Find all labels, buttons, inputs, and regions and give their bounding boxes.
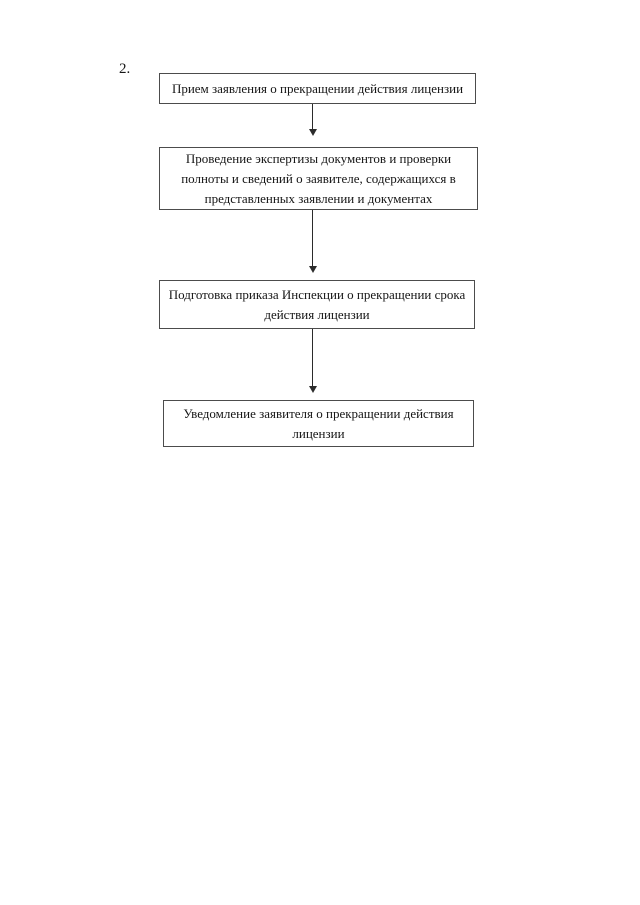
arrow-head-icon	[308, 129, 317, 136]
arrow-line	[312, 329, 313, 386]
flow-step-document-expertise: Проведение экспертизы документов и прове…	[159, 147, 478, 210]
arrow-head-icon	[308, 386, 317, 393]
flow-step-prepare-order: Подготовка приказа Инспекции о прекращен…	[159, 280, 475, 329]
flow-step-text: Проведение экспертизы документов и прове…	[181, 150, 456, 206]
flow-step-text: Уведомление заявителя о прекращении дейс…	[183, 405, 454, 441]
arrow-head-icon	[308, 266, 317, 273]
arrow-line	[312, 104, 313, 129]
flow-step-text: Подготовка приказа Инспекции о прекращен…	[168, 286, 466, 322]
flow-step-notify-applicant: Уведомление заявителя о прекращении дейс…	[163, 400, 474, 447]
arrow-line	[312, 210, 313, 266]
down-arrow-connector-1	[308, 104, 317, 136]
flow-step-text: Прием заявления о прекращении действия л…	[171, 80, 464, 96]
section-number: 2.	[119, 61, 131, 77]
flow-step-receive-application: Прием заявления о прекращении действия л…	[159, 73, 476, 104]
down-arrow-connector-3	[308, 329, 317, 393]
down-arrow-connector-2	[308, 210, 317, 273]
